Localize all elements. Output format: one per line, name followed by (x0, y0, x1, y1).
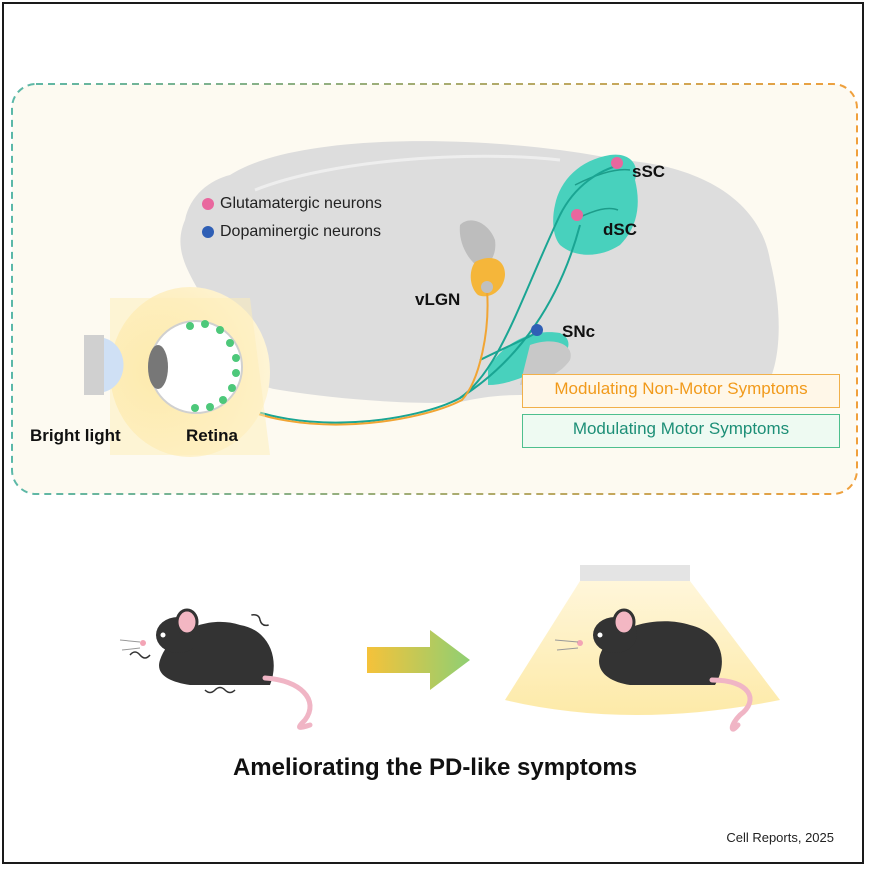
pathway-nonmotor (224, 289, 489, 426)
lamp-top (580, 565, 690, 581)
superior-colliculus (553, 154, 638, 255)
bottom-title: Ameliorating the PD-like symptoms (232, 754, 638, 781)
legend-dot-glutamatergic (202, 198, 214, 210)
mouse-healthy (554, 608, 753, 732)
neuron-dot-dsc (571, 209, 583, 221)
box-non-motor-symptoms: Modulating Non-Motor Symptoms (522, 374, 840, 408)
neuron-dot-ssc (611, 157, 623, 169)
legend-label-dopaminergic: Dopaminergic neurons (220, 223, 381, 240)
progress-arrow (367, 630, 470, 690)
brain-cortex-fold (254, 154, 561, 192)
eye-pupil (148, 345, 168, 389)
lamp-lens (104, 338, 124, 392)
lgn-grey-shape (459, 220, 496, 268)
vlgn-shape (470, 258, 505, 297)
sc-inner-line (574, 168, 631, 186)
pathway-motor (224, 164, 621, 424)
label-vlgn: vLGN (415, 290, 461, 309)
label-dsc: dSC (603, 220, 637, 239)
citation: Cell Reports, 2025 (726, 830, 834, 845)
label-bright-light: Bright light (30, 426, 121, 445)
label-snc: SNc (562, 322, 596, 341)
neuron-dot-snc (531, 324, 543, 336)
label-retina: Retina (186, 426, 238, 445)
mouse-pd (119, 608, 313, 730)
neuron-dot-vlgn (481, 281, 493, 293)
lamp-body (84, 335, 104, 395)
legend-dot-dopaminergic (202, 226, 214, 238)
box-motor-symptoms: Modulating Motor Symptoms (522, 414, 840, 448)
label-ssc: sSC (632, 162, 666, 181)
legend-label-glutamatergic: Glutamatergic neurons (220, 195, 382, 212)
retina-cells (186, 320, 240, 412)
